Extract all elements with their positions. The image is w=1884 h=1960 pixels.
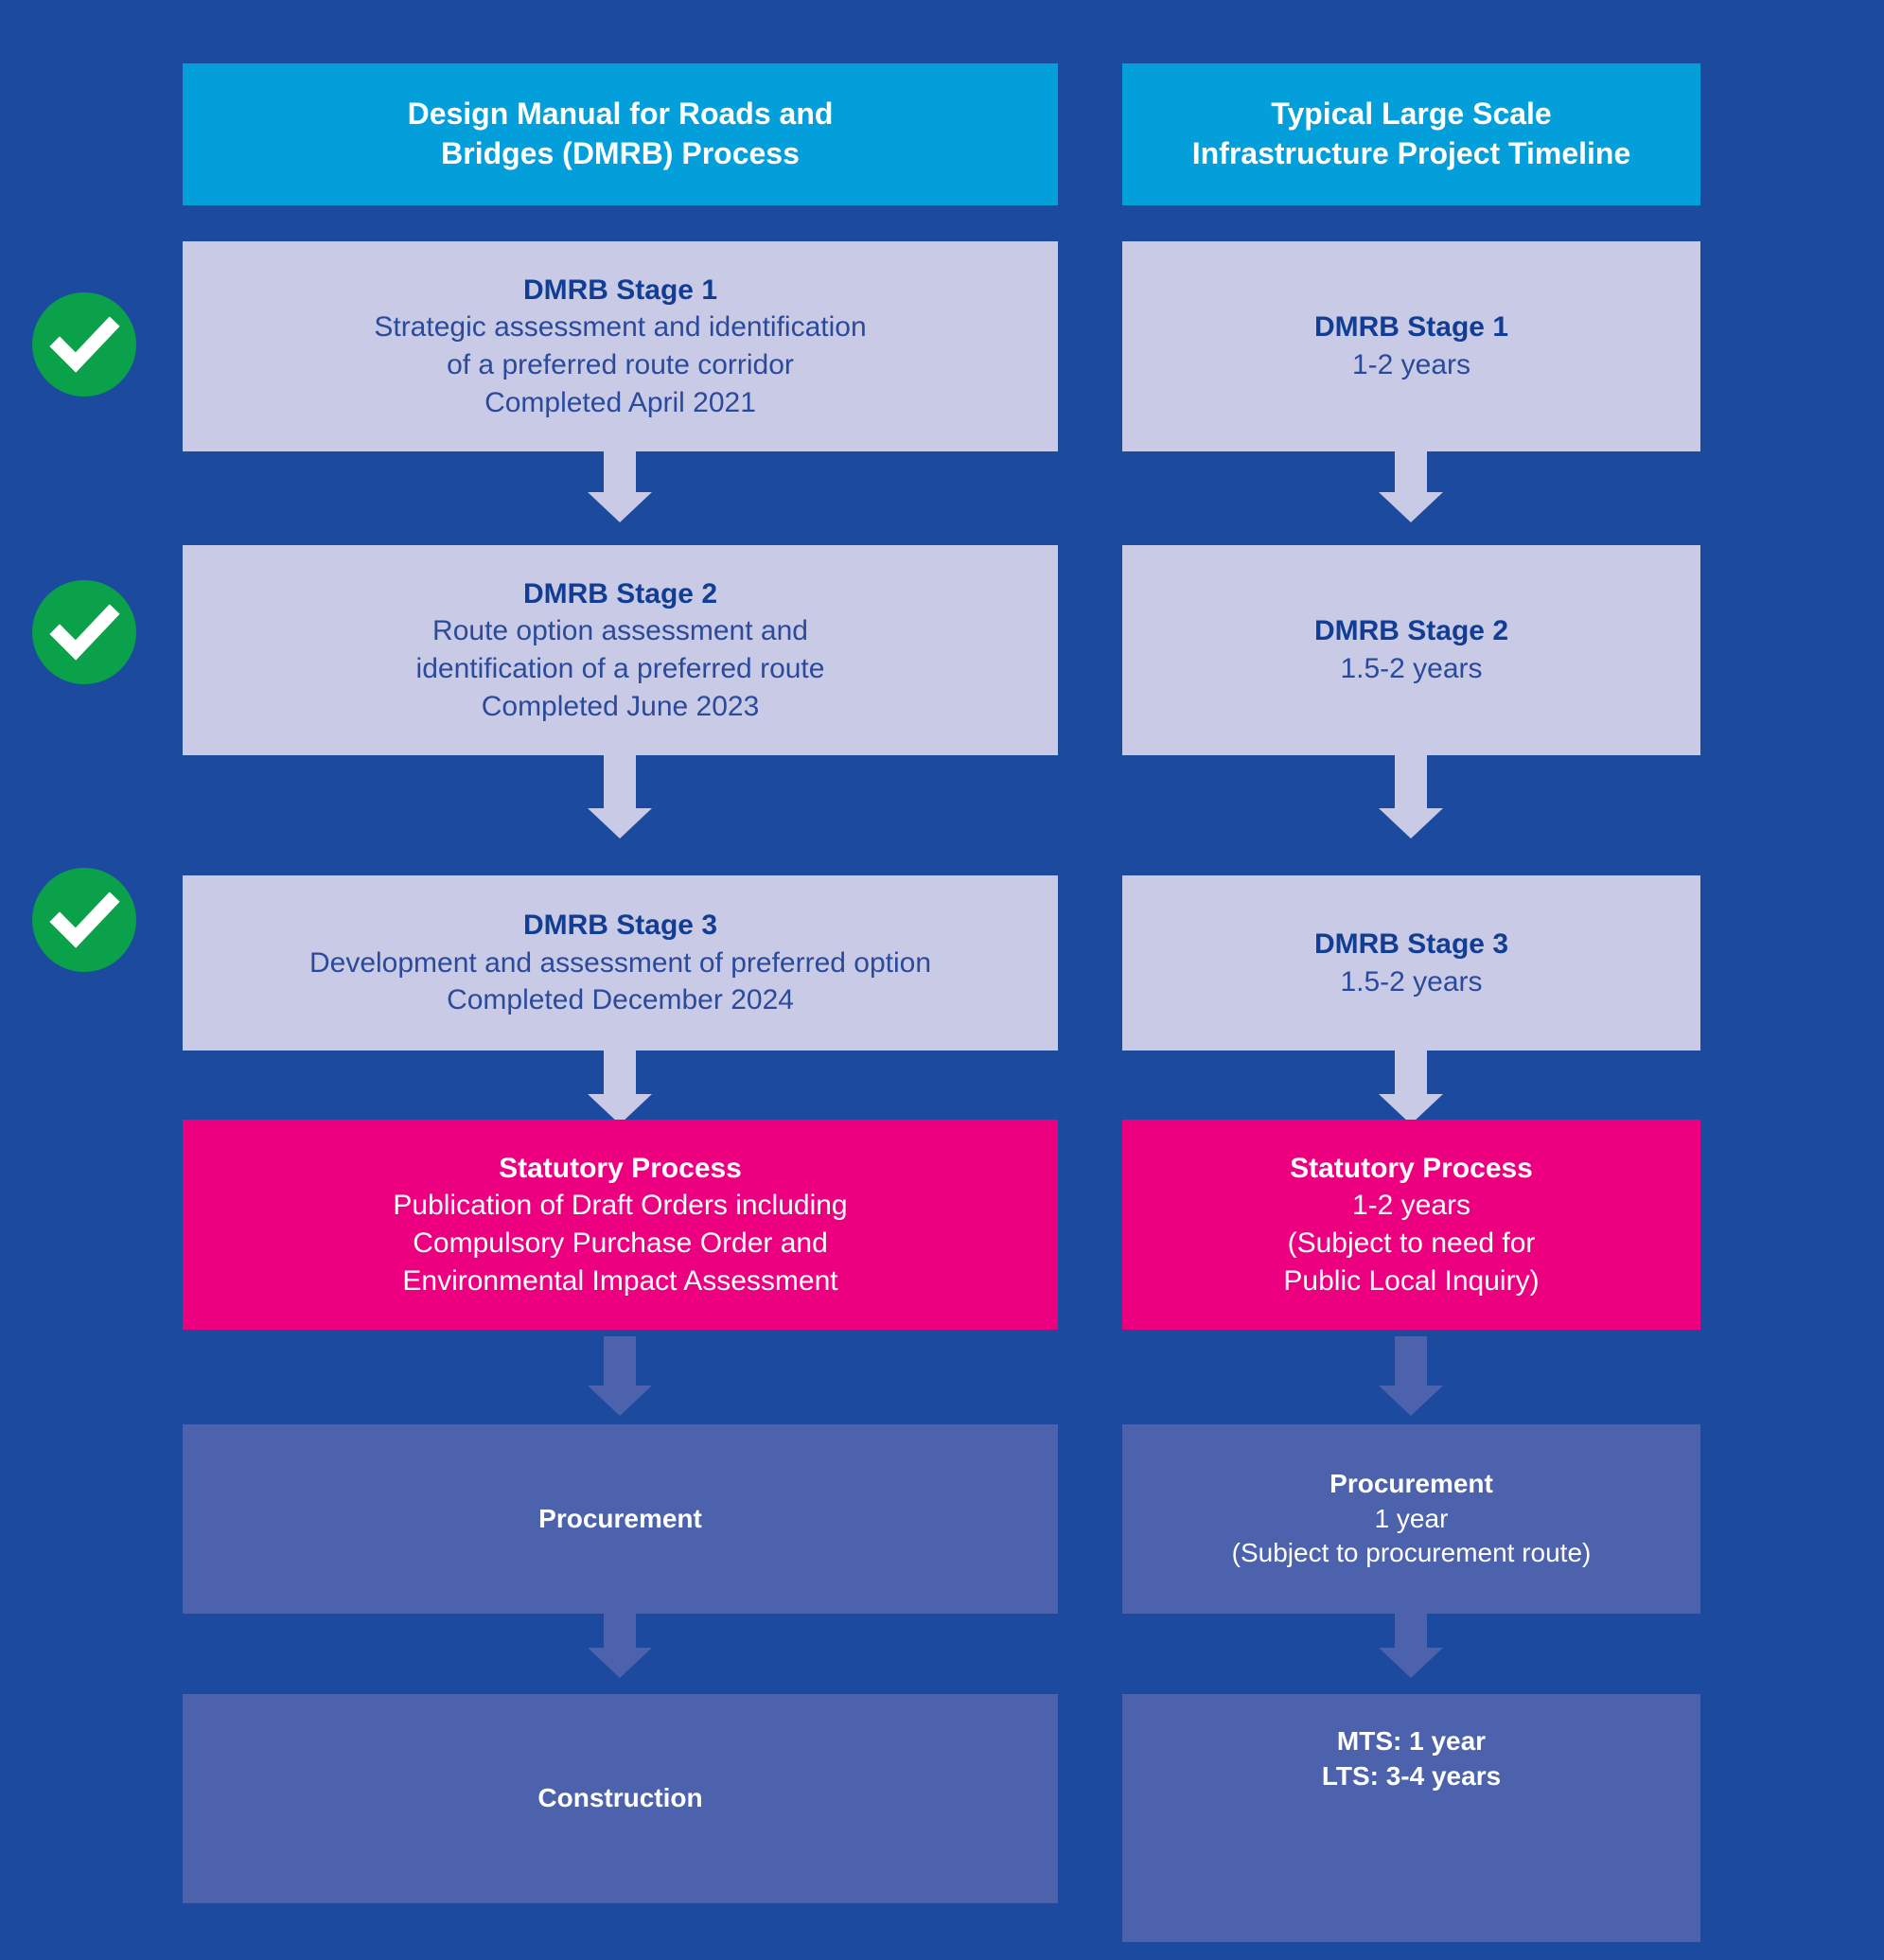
left-step-dmrb-stage-3[interactable]: DMRB Stage 3 Development and assessment … — [183, 875, 1058, 1051]
left-step-1-line-2: of a preferred route corridor — [447, 349, 794, 380]
right-step-6-line-1: MTS: 1 year — [1336, 1726, 1487, 1756]
right-step-6-line-2: LTS: 3-4 years — [1321, 1760, 1502, 1791]
left-step-3-line-2: Completed December 2024 — [447, 984, 794, 1016]
left-step-3-line-1: Development and assessment of preferred … — [308, 946, 932, 979]
left-step-4-line-3: Environmental Impact Assessment — [402, 1264, 838, 1297]
right-step-procurement[interactable]: Procurement 1 year (Subject to procureme… — [1122, 1424, 1700, 1614]
left-step-4-title: Statutory Process — [499, 1152, 742, 1184]
left-arrow-statutory-to-procurement — [588, 1336, 652, 1416]
right-step-4-line-2: (Subject to need for — [1287, 1227, 1536, 1259]
right-step-4-title: Statutory Process — [1290, 1152, 1533, 1184]
left-step-dmrb-stage-1[interactable]: DMRB Stage 1 Strategic assessment and id… — [183, 241, 1058, 451]
right-step-5-title: Procurement — [1329, 1468, 1493, 1498]
left-step-procurement[interactable]: Procurement — [183, 1424, 1058, 1614]
left-step-2-line-3: Completed June 2023 — [481, 690, 760, 722]
left-step-3-title: DMRB Stage 3 — [522, 909, 718, 942]
right-step-2-title: DMRB Stage 2 — [1313, 615, 1509, 647]
right-step-statutory-process[interactable]: Statutory Process 1-2 years (Subject to … — [1122, 1120, 1700, 1330]
left-step-2-title: DMRB Stage 2 — [522, 577, 718, 609]
right-step-construction[interactable]: MTS: 1 year LTS: 3-4 years — [1122, 1694, 1700, 1942]
left-arrow-procurement-to-construction — [588, 1614, 652, 1678]
right-arrow-2-to-3 — [1379, 755, 1443, 839]
right-header-line-2: Infrastructure Project Timeline — [1191, 136, 1631, 170]
left-arrow-3-to-statutory — [588, 1051, 652, 1124]
right-arrow-3-to-statutory — [1379, 1051, 1443, 1124]
left-step-dmrb-stage-2[interactable]: DMRB Stage 2 Route option assessment and… — [183, 545, 1058, 755]
left-step-4-line-1: Publication of Draft Orders including — [393, 1190, 848, 1222]
check-icon — [49, 316, 120, 373]
right-step-3-title: DMRB Stage 3 — [1313, 927, 1509, 960]
check-icon — [49, 892, 120, 948]
left-step-2-line-1: Route option assessment and — [432, 615, 808, 647]
completed-badge-stage-1 — [32, 292, 136, 397]
left-step-2-line-2: identification of a preferred route — [415, 653, 825, 684]
right-step-dmrb-stage-2[interactable]: DMRB Stage 2 1.5-2 years — [1122, 545, 1700, 755]
left-step-6-title: Construction — [537, 1783, 703, 1813]
right-step-2-line-1: 1.5-2 years — [1340, 653, 1483, 684]
right-arrow-statutory-to-procurement — [1379, 1336, 1443, 1416]
right-step-3-line-1: 1.5-2 years — [1340, 965, 1483, 998]
left-step-1-title: DMRB Stage 1 — [522, 274, 718, 306]
completed-badge-stage-2 — [32, 580, 136, 684]
right-arrow-procurement-to-construction — [1379, 1614, 1443, 1678]
right-step-5-line-2: (Subject to procurement route) — [1231, 1538, 1592, 1568]
check-icon — [49, 604, 120, 661]
right-step-4-line-1: 1-2 years — [1351, 1190, 1471, 1222]
left-column-header: Design Manual for Roads and Bridges (DMR… — [183, 63, 1058, 205]
right-step-dmrb-stage-3[interactable]: DMRB Stage 3 1.5-2 years — [1122, 875, 1700, 1051]
left-step-1-line-3: Completed April 2021 — [484, 386, 756, 418]
completed-badge-stage-3 — [32, 868, 136, 972]
right-step-5-line-1: 1 year — [1374, 1503, 1449, 1533]
left-arrow-2-to-3 — [588, 755, 652, 839]
right-header-line-1: Typical Large Scale — [1271, 97, 1552, 132]
right-arrow-1-to-2 — [1379, 451, 1443, 522]
right-step-4-line-3: Public Local Inquiry) — [1283, 1264, 1540, 1297]
right-step-dmrb-stage-1[interactable]: DMRB Stage 1 1-2 years — [1122, 241, 1700, 451]
right-step-1-title: DMRB Stage 1 — [1313, 311, 1509, 344]
left-header-line-2: Bridges (DMRB) Process — [441, 136, 800, 170]
left-step-5-title: Procurement — [538, 1503, 702, 1533]
left-header-line-1: Design Manual for Roads and — [407, 97, 834, 132]
left-step-statutory-process[interactable]: Statutory Process Publication of Draft O… — [183, 1120, 1058, 1330]
left-step-construction[interactable]: Construction — [183, 1694, 1058, 1903]
right-step-1-line-1: 1-2 years — [1351, 349, 1471, 380]
right-column-header: Typical Large Scale Infrastructure Proje… — [1122, 63, 1700, 205]
left-step-4-line-2: Compulsory Purchase Order and — [413, 1227, 828, 1259]
left-step-1-line-1: Strategic assessment and identification — [374, 311, 867, 344]
left-arrow-1-to-2 — [588, 451, 652, 522]
